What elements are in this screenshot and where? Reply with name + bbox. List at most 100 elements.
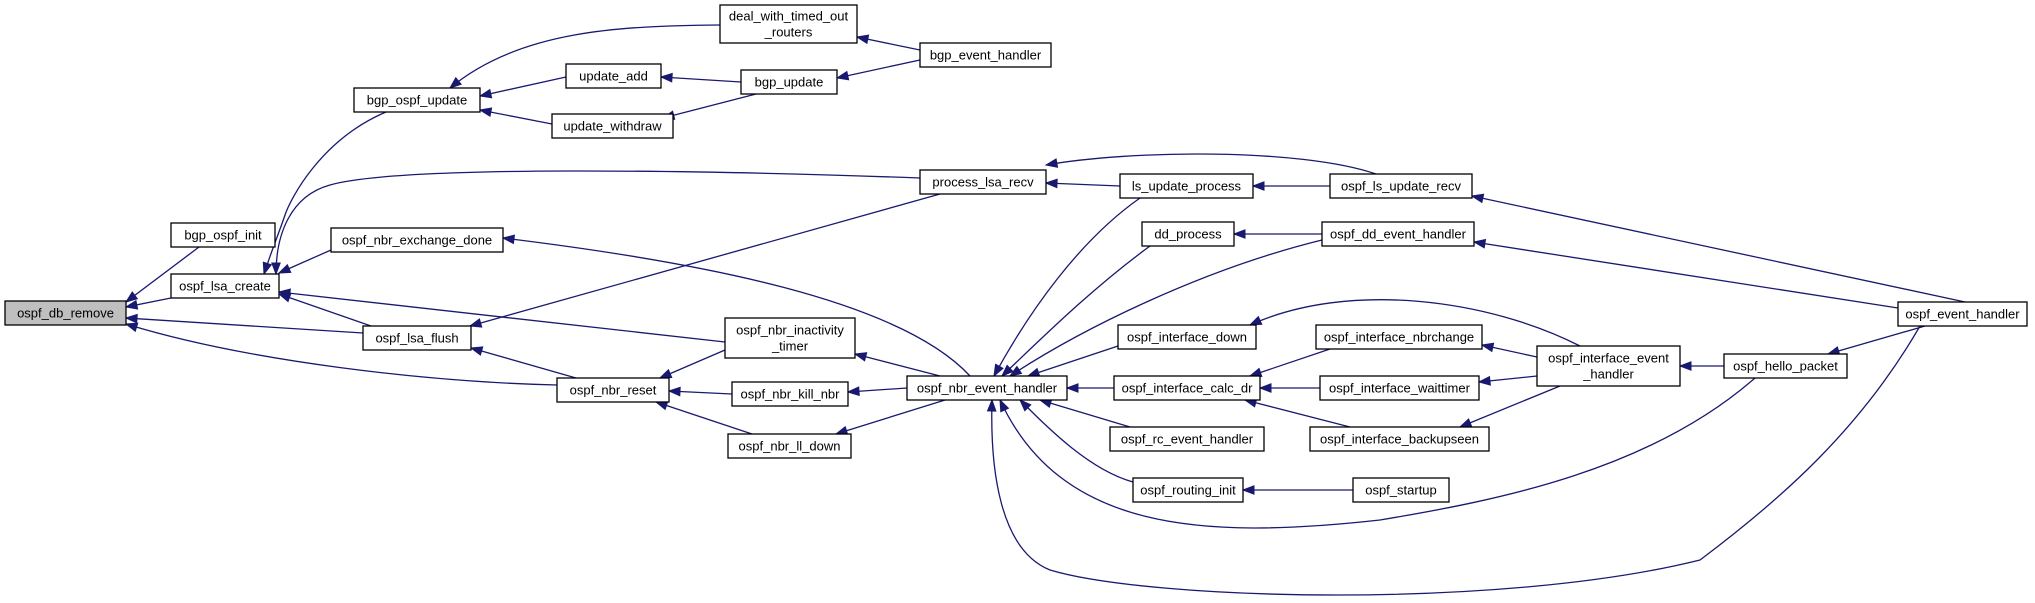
edge-ospf_interface_calc_dr-to-ospf_nbr_event_handler	[1065, 383, 1114, 393]
arrow-head-icon	[1258, 383, 1272, 393]
node-deal_with_timed_out_routers[interactable]: deal_with_timed_out_routers	[719, 4, 858, 44]
node-ospf_lsa_flush[interactable]: ospf_lsa_flush	[362, 325, 472, 351]
edge-ospf_interface_nbrchange-to-ospf_interface_calc_dr	[1248, 348, 1331, 377]
edge-ospf_nbr_event_handler-to-ospf_nbr_exchange_done	[501, 234, 971, 377]
node-box	[1897, 301, 2028, 327]
node-label: ls_update_process	[1132, 179, 1242, 194]
node-box	[170, 222, 276, 248]
node-ospf_nbr_ll_down[interactable]: ospf_nbr_ll_down	[727, 433, 852, 459]
node-label: dd_process	[1154, 227, 1222, 242]
node-bgp_ospf_init[interactable]: bgp_ospf_init	[170, 222, 276, 248]
edge-line	[470, 347, 577, 379]
edge-line	[1244, 399, 1351, 428]
node-box	[1132, 477, 1244, 503]
node-bgp_update[interactable]: bgp_update	[740, 69, 838, 95]
node-ospf_interface_down[interactable]: ospf_interface_down	[1117, 324, 1257, 350]
node-bgp_event_handler[interactable]: bgp_event_handler	[919, 42, 1052, 68]
node-ospf_hello_packet[interactable]: ospf_hello_packet	[1723, 353, 1848, 379]
node-box	[1315, 324, 1483, 350]
node-ospf_nbr_inactivity_timer[interactable]: ospf_nbr_inactivity_timer	[724, 317, 856, 359]
edge-line	[1249, 348, 1331, 377]
node-ospf_dd_event_handler[interactable]: ospf_dd_event_handler	[1321, 221, 1475, 247]
arrow-head-icon	[1248, 315, 1263, 326]
edge-ospf_nbr_event_handler-to-ospf_nbr_inactivity_timer	[853, 352, 941, 377]
edge-ospf_nbr_reset-to-ospf_lsa_flush	[469, 346, 577, 379]
node-box	[719, 4, 858, 44]
node-box	[362, 325, 472, 351]
node-label: bgp_update	[755, 75, 824, 90]
edge-line	[1039, 399, 1131, 428]
edge-line	[1027, 345, 1119, 377]
edge-line	[835, 399, 946, 435]
node-label: _timer	[771, 339, 809, 354]
edge-line	[659, 349, 726, 379]
node-label: ospf_nbr_ll_down	[739, 439, 841, 454]
arrow-head-icon	[448, 76, 462, 89]
node-ospf_interface_backupseen[interactable]: ospf_interface_backupseen	[1309, 426, 1490, 452]
node-box	[565, 63, 662, 89]
node-label: bgp_event_handler	[930, 48, 1042, 63]
node-box	[740, 69, 838, 95]
node-ospf_interface_nbrchange[interactable]: ospf_interface_nbrchange	[1315, 324, 1483, 350]
node-box	[1321, 221, 1475, 247]
arrow-head-icon	[271, 262, 281, 276]
edge-process_lsa_recv-to-ospf_lsa_flush	[468, 193, 941, 328]
edge-line	[655, 401, 753, 435]
node-label: ospf_nbr_exchange_done	[342, 233, 492, 248]
edge-ls_update_process-to-process_lsa_recv	[1044, 178, 1121, 189]
edge-line	[660, 76, 742, 83]
node-label: ospf_db_remove	[17, 306, 114, 321]
arrow-head-icon	[1241, 485, 1255, 495]
node-ls_update_process[interactable]: ls_update_process	[1119, 173, 1254, 199]
arrow-head-icon	[1044, 158, 1059, 168]
node-ospf_routing_init[interactable]: ospf_routing_init	[1132, 477, 1244, 503]
edge-ospf_nbr_inactivity_timer-to-ospf_nbr_reset	[658, 349, 726, 379]
node-box	[1723, 353, 1848, 379]
node-update_add[interactable]: update_add	[565, 63, 662, 89]
node-ospf_nbr_reset[interactable]: ospf_nbr_reset	[556, 377, 670, 403]
edge-line	[263, 111, 387, 275]
arrow-head-icon	[1472, 238, 1487, 249]
edge-update_withdraw-to-bgp_ospf_update	[478, 107, 553, 125]
edge-ospf_dd_event_handler-to-dd_process	[1232, 229, 1322, 239]
edge-line	[1001, 245, 1151, 377]
node-ospf_interface_calc_dr[interactable]: ospf_interface_calc_dr	[1113, 375, 1261, 401]
node-ospf_lsa_create[interactable]: ospf_lsa_create	[170, 273, 280, 299]
edge-line	[125, 246, 200, 303]
edge-line	[479, 109, 553, 125]
edge-ospf_startup-to-ospf_routing_init	[1241, 485, 1353, 495]
edge-ospf_nbr_kill_nbr-to-ospf_nbr_reset	[667, 386, 733, 397]
edge-bgp_update-to-update_withdraw	[661, 93, 757, 120]
arrow-head-icon	[986, 398, 997, 412]
node-dd_process[interactable]: dd_process	[1141, 221, 1235, 247]
node-ospf_ls_update_recv[interactable]: ospf_ls_update_recv	[1329, 173, 1473, 199]
node-ospf_interface_event_handler[interactable]: ospf_interface_event_handler	[1536, 345, 1681, 387]
node-ospf_nbr_exchange_done[interactable]: ospf_nbr_exchange_done	[330, 227, 504, 253]
edge-ospf_ls_update_recv-to-ls_update_process	[1251, 181, 1330, 191]
node-ospf_nbr_kill_nbr[interactable]: ospf_nbr_kill_nbr	[731, 381, 849, 407]
edge-line	[1045, 182, 1121, 187]
node-ospf_event_handler[interactable]: ospf_event_handler	[1897, 301, 2028, 327]
edge-ospf_interface_event_handler-to-ospf_interface_waittimer	[1477, 375, 1538, 386]
node-label: ospf_nbr_kill_nbr	[740, 387, 840, 402]
node-ospf_rc_event_handler[interactable]: ospf_rc_event_handler	[1109, 426, 1265, 452]
edge-line	[854, 353, 941, 377]
edge-line	[125, 317, 364, 334]
node-ospf_nbr_event_handler[interactable]: ospf_nbr_event_handler	[906, 375, 1068, 401]
node-bgp_ospf_update[interactable]: bgp_ospf_update	[353, 87, 481, 113]
node-ospf_interface_waittimer[interactable]: ospf_interface_waittimer	[1319, 375, 1480, 401]
arrow-head-icon	[1000, 364, 1014, 377]
node-ospf_startup[interactable]: ospf_startup	[1352, 477, 1450, 503]
node-process_lsa_recv[interactable]: process_lsa_recv	[919, 169, 1047, 195]
node-ospf_db_remove[interactable]: ospf_db_remove	[4, 300, 127, 326]
node-box	[1536, 345, 1681, 387]
edge-ospf_routing_init-to-ospf_nbr_event_handler	[1019, 399, 1134, 483]
arrow-head-icon	[1477, 375, 1491, 386]
edge-line	[836, 59, 921, 79]
edge-line	[479, 76, 567, 97]
node-update_withdraw[interactable]: update_withdraw	[551, 113, 674, 139]
arrow-head-icon	[835, 70, 850, 81]
node-label: ospf_lsa_flush	[375, 331, 458, 346]
arrow-head-icon	[501, 234, 516, 245]
